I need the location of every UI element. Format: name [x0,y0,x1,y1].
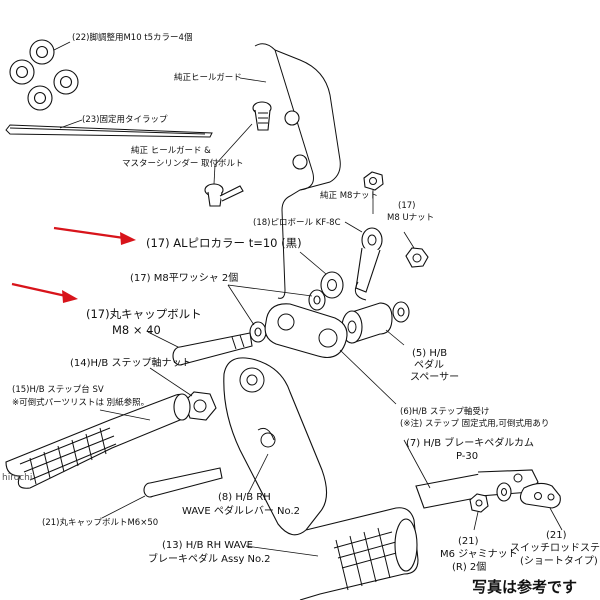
m6-jam-nuts [469,482,512,513]
label-cap-bolt: (17)丸キャップボルト [86,307,202,321]
label-rod-stay-type: (ショートタイプ) [520,555,598,567]
wave-pedal-lever [223,357,328,536]
switch-rod-stay [519,482,561,509]
label-tie-wrap: (23)固定用タイラップ [82,114,168,125]
label-bolt-note-1: 純正 ヒールガード & [131,145,211,156]
step-axle-nut [183,391,217,421]
collar-rings [9,39,79,111]
label-pedal: ブレーキペダル Assy No.2 [148,552,271,565]
label-washer: (17) M8平ワッシャ 2個 [130,271,238,284]
watermark: hirochi [2,473,32,483]
footnote-reference-photo: 写真は参考です [472,578,577,596]
brake-pedal-assy [299,507,419,600]
m8-flat-washers [249,289,410,343]
stock-mount-bolt-upper [252,101,272,131]
pillow-ball-rod-end [354,227,383,301]
label-jam-nut-qty: (R) 2個 [452,560,486,573]
label-cam-code: P-30 [456,451,478,462]
label-step-base-note: ※可倒式パーツリストは 別紙参照。 [12,397,149,408]
pedal-spacer [341,302,393,344]
label-heel-guard: 純正ヒールガード [174,72,242,83]
label-rod-stay: スイッチロッドステー [510,542,600,554]
label-step-base: (15)H/B ステップ台 SV [12,384,104,395]
stock-heel-guard [254,43,341,299]
al-pillow-collar [320,271,344,299]
label-receiver-note: (※注) ステップ 固定式用,可倒式用あり [400,418,549,429]
stock-m8-nut [363,171,384,214]
stock-mount-bolt-lower [204,183,244,207]
step-base-footpeg [5,393,191,489]
label-u-nut-num: (17) [398,201,415,211]
label-step-nut: (14)H/B ステップ軸ナット [70,356,191,369]
label-stock-nut: 純正 M8ナット [320,190,378,201]
label-cam: (7) H/B ブレーキペダルカム [406,436,534,449]
label-collar: (22)脚調整用M10 t5カラー4個 [72,32,192,43]
label-pedal-num: (13) H/B RH WAVE [162,540,253,551]
red-arrow-upper [53,226,136,245]
m8-u-nut [405,247,429,268]
label-jam-nut-num: (21) [458,536,479,547]
label-u-nut: M8 Uナット [387,213,434,223]
label-lever-num: (8) H/B RH [218,492,271,503]
label-lever: WAVE ペダルレバー No.2 [182,504,300,517]
cap-bolt-m6 [143,467,223,498]
step-receiver-plate [264,303,348,359]
label-pillow-ball: (18)ピロボール KF-8C [253,218,341,228]
label-rod-stay-num: (21) [546,530,567,541]
label-spacer: スペーサー [410,371,459,383]
label-receiver: (6)H/B ステップ軸受け [400,406,489,417]
label-al-collar: (17) ALピロカラー t=10 (黒) [146,236,302,250]
label-jam-nut: M6 ジャミナット [440,548,518,560]
label-cap-bolt-m6: (21)丸キャップボルトM6×50 [42,517,158,528]
label-spacer-num: (5) H/B [412,348,447,359]
label-bolt-note-2: マスターシリンダー 取付ボルト [122,158,244,169]
red-arrow-lower [11,282,78,303]
label-cap-bolt-size: M8 × 40 [112,323,161,337]
label-spacer-pedal: ペダル [414,358,444,371]
cap-bolt-m8 [172,332,253,366]
tie-wrap [5,124,213,138]
